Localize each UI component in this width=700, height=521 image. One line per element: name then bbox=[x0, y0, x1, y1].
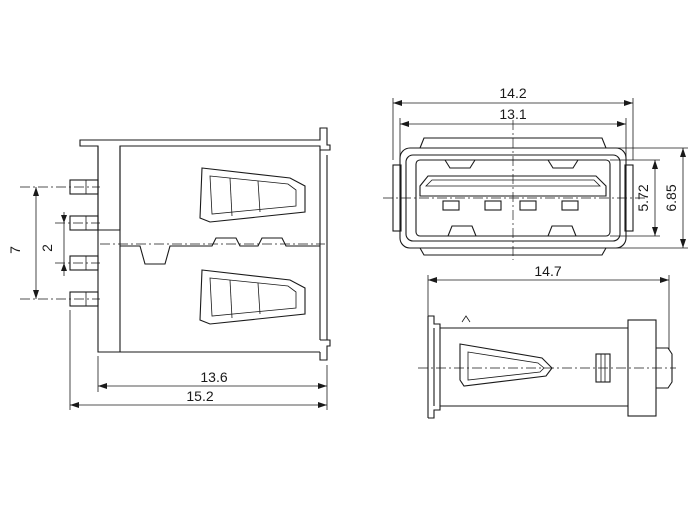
dim-front-height-outer: 6.85 bbox=[663, 184, 679, 211]
dim-top-width: 14.2 bbox=[499, 85, 526, 101]
front-view bbox=[383, 98, 688, 260]
side-view bbox=[418, 275, 676, 419]
dim-front-height-inner: 5.72 bbox=[635, 184, 651, 211]
dim-bottom-length-outer: 15.2 bbox=[186, 388, 213, 404]
dim-top-opening: 13.1 bbox=[499, 106, 526, 122]
top-view bbox=[20, 127, 331, 410]
dim-pin-pitch: 2 bbox=[39, 244, 55, 252]
dim-pin-span: 7 bbox=[7, 246, 23, 254]
dim-bottom-length-inner: 13.6 bbox=[200, 369, 227, 385]
dim-side-length: 14.7 bbox=[534, 263, 561, 279]
